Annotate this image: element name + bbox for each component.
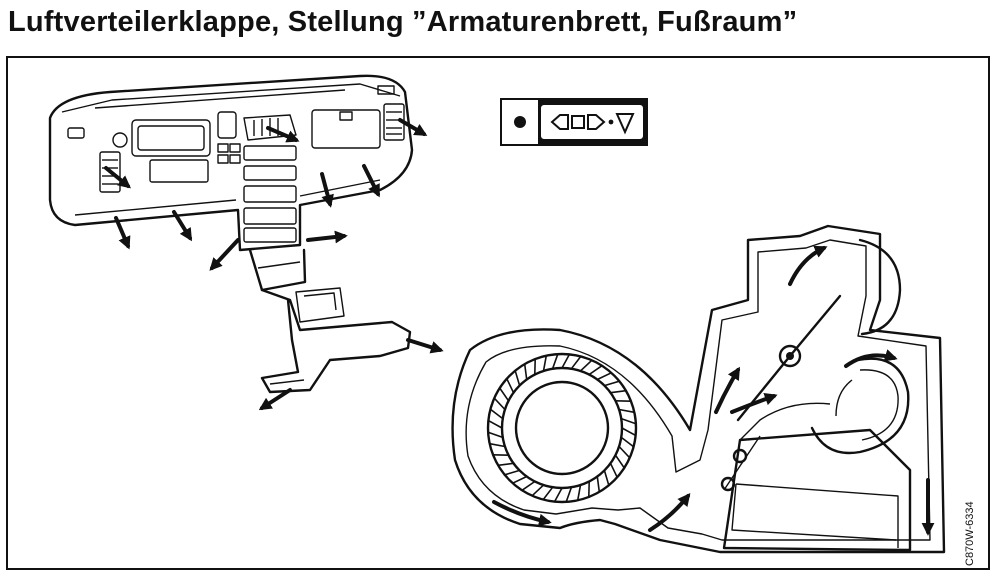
fan-blade — [521, 480, 536, 491]
fan-blade — [565, 487, 573, 503]
fan-blade — [499, 387, 510, 402]
dashboard-illustration — [48, 74, 414, 394]
fan-blade — [618, 408, 635, 414]
fan-blade — [596, 476, 601, 493]
fan-blade — [610, 389, 627, 394]
fan-blade — [542, 355, 548, 372]
fan-blade — [604, 380, 620, 387]
heater-airflow-arrows — [492, 245, 935, 536]
dashboard-airflow-arrows — [104, 118, 444, 411]
fan-blade — [618, 445, 631, 459]
fan-blade — [576, 484, 582, 501]
fan-blade — [614, 454, 625, 469]
fan-blade — [497, 462, 514, 467]
fan-blade — [523, 363, 528, 380]
fan-blade — [603, 470, 610, 486]
fan-blade — [561, 354, 571, 369]
fan-blade — [487, 431, 503, 439]
fan-blade — [609, 462, 618, 478]
fan-blade — [506, 378, 515, 394]
fan-blade — [489, 442, 506, 448]
fan-blade — [596, 372, 612, 381]
fan-blade — [588, 365, 603, 376]
fan-blade — [531, 484, 545, 497]
fan-wheel — [486, 352, 638, 504]
fan-blade — [504, 469, 520, 476]
fan-blade — [493, 397, 506, 411]
fan-blade — [551, 353, 559, 369]
fan-blade — [489, 408, 504, 420]
fan-blade — [512, 475, 528, 484]
fan-blade — [542, 486, 554, 501]
fan-blade — [579, 359, 593, 372]
heater-box — [451, 224, 946, 554]
fan-blade — [514, 370, 521, 386]
selector-dial-icon — [500, 98, 648, 146]
fan-blade — [621, 417, 637, 425]
fan-blade — [621, 427, 636, 437]
diagram-title: Luftverteilerklappe, Stellung ”Armaturen… — [8, 6, 798, 38]
fan-blade — [570, 355, 582, 370]
fan-blade — [620, 436, 635, 448]
fan-blade — [488, 419, 503, 429]
figure-code: C870W-6334 — [964, 501, 976, 566]
fan-blade — [553, 487, 563, 502]
